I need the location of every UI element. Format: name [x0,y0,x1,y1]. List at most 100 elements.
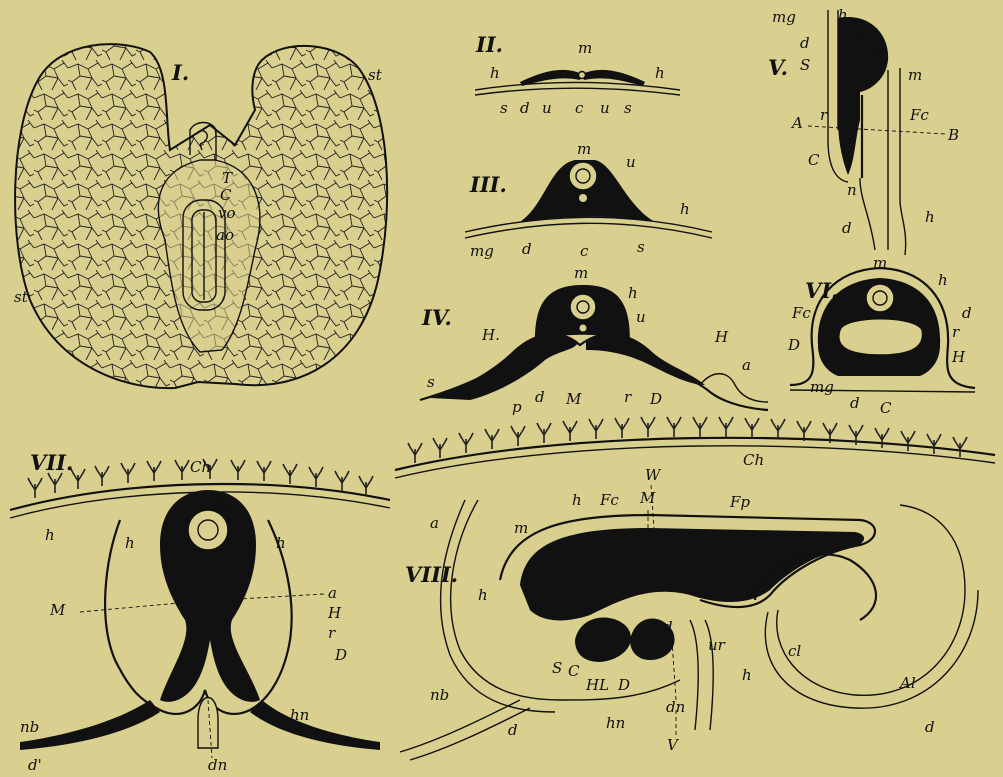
label-d: d [520,99,530,117]
label-m: m [578,39,592,57]
label-r: r [952,323,960,341]
label-V: V [667,736,680,754]
label-a: a [742,356,751,374]
label-m: m [908,66,922,84]
fig8-numeral: VIII. [405,562,458,587]
label-h: h [478,586,488,604]
label-M: M [639,489,656,507]
label-mg: mg [470,242,494,260]
label-m: m [514,519,528,537]
label-D: D [787,336,800,354]
label-A: A [790,114,803,132]
figure-I: I. T C vo ao st st [14,44,387,388]
label-S: S [552,659,562,677]
label-Fp: Fp [729,493,750,511]
label-h: h [490,64,500,82]
label-C: C [880,399,892,417]
fig7-numeral: VII. [30,450,73,475]
label-d: d [800,34,810,52]
fig1-numeral: I. [171,60,189,85]
label-cl: cl [788,642,801,660]
label-mg: mg [772,8,796,26]
label-h: h [45,526,55,544]
label-C: C [220,186,232,204]
label-m: m [215,496,229,514]
label-s: s [500,99,508,117]
label-H: H [714,328,729,346]
label-m: m [574,264,588,282]
label-h: h [628,284,638,302]
label-u: u [636,308,646,326]
label-D: D [649,390,662,408]
label-d-prime: d' [28,756,42,774]
label-a: a [430,514,439,532]
label-D: D [617,676,630,694]
figure-VIII: VIII. Ch W a h Fc M Fp m h d ur cl Al S … [395,417,995,760]
label-d: d [850,394,860,412]
label-s: s [427,373,435,391]
label-C: C [568,662,580,680]
label-h: h [925,208,935,226]
figure-VII: VII. Ch h h h m a M H r D hn nb d' dn [10,450,390,774]
label-Ch: Ch [190,458,211,476]
label-h: h [572,491,582,509]
label-r: r [328,624,336,642]
label-h: h [838,6,848,24]
label-d: d [842,219,852,237]
label-u: u [626,153,636,171]
label-m: m [873,254,887,272]
fig4-numeral: IV. [421,305,452,330]
label-dn: dn [208,756,227,774]
label-hn: hn [606,714,625,732]
label-a: a [328,584,337,602]
label-d: d [535,388,545,406]
label-d: d [962,304,972,322]
label-h: h [125,534,135,552]
fig8-chorion-villi [408,417,967,463]
label-h: h [655,64,665,82]
fig2-numeral: II. [475,32,503,57]
label-C: C [808,151,820,169]
label-h: h [742,666,752,684]
label-B: B [947,126,959,144]
label-W: W [645,466,662,484]
fig5-numeral: V. [768,55,788,80]
label-r: r [820,106,828,124]
label-d: d [522,240,532,258]
label-s: s [637,238,645,256]
figure-VI: VI. m h Fc d r D H mg d C [787,254,975,417]
label-c: c [580,242,589,260]
label-u: u [600,99,610,117]
figure-IV: IV. m h u H. H a s p d M r D [420,264,768,416]
label-u: u [542,99,552,117]
label-hn: hn [290,706,309,724]
label-Al: Al [898,674,916,692]
label-p: p [512,398,522,416]
label-n: n [847,181,857,199]
label-S: S [800,56,810,74]
label-h: h [938,271,948,289]
label-ao: ao [216,226,234,244]
label-T: T [222,169,233,187]
label-s: s [624,99,632,117]
label-vo: vo [218,204,236,222]
figure-II: II. m h h s d u c u s [475,32,680,117]
label-HL: HL [585,676,609,694]
label-Fc: Fc [599,491,619,509]
fig3-numeral: III. [469,172,507,197]
label-c: c [575,99,584,117]
label-h: h [680,200,690,218]
label-H: H. [481,326,500,344]
figure-III: III. m u h mg d c s [465,140,712,260]
fig6-numeral: VI. [805,278,838,303]
label-d: d [925,718,935,736]
label-mg: mg [810,378,834,396]
label-d: d [663,618,673,636]
label-ur: ur [708,636,726,654]
label-nb: nb [20,718,39,736]
label-Fc: Fc [909,106,929,124]
label-M: M [49,601,66,619]
label-d: d [508,721,518,739]
label-m: m [577,140,591,158]
